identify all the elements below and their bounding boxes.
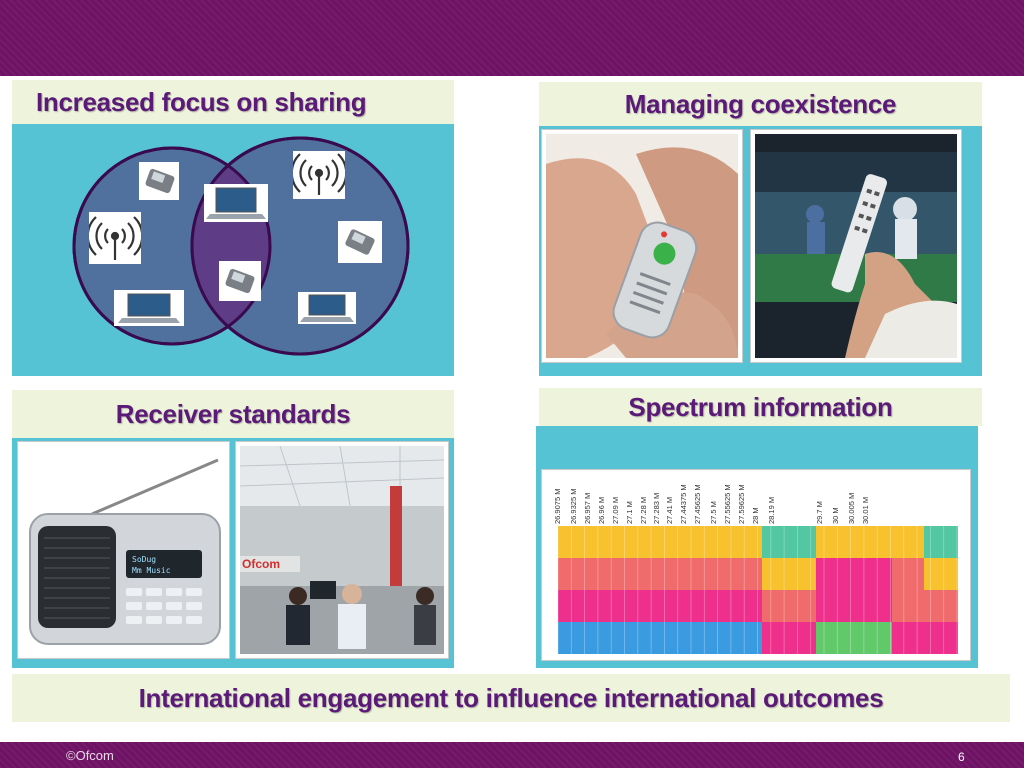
- spectrum-band-cell: [762, 558, 816, 590]
- personal-alarm-photo: [542, 130, 742, 362]
- antenna-signal-icon: [86, 212, 144, 264]
- office-photo: Ofcom: [236, 442, 448, 658]
- frequency-label: 30.005 M: [847, 493, 856, 524]
- frequency-label: 26.96 M: [597, 497, 606, 524]
- frequency-label: 27.28 M: [639, 497, 648, 524]
- spectrum-band-cell: [892, 526, 924, 558]
- frequency-label: 26.957 M: [583, 493, 592, 524]
- dab-radio-photo: SoDug Mm Music: [18, 442, 229, 658]
- spectrum-band-cell: [892, 622, 924, 654]
- mobile-phone-icon-right: [338, 221, 382, 263]
- frequency-label: 27.283 M: [652, 493, 661, 524]
- frequency-label: 28 M: [751, 507, 760, 524]
- antenna-signal-icon-right: [290, 151, 348, 199]
- spectrum-band-cell: [558, 558, 762, 590]
- coexistence-panel: [539, 126, 982, 376]
- spectrum-band-cell: [558, 622, 762, 654]
- spectrum-title: Spectrum information: [539, 388, 982, 426]
- copyright-text: ©Ofcom: [66, 748, 114, 763]
- frequency-label: 30 M: [831, 507, 840, 524]
- spectrum-band-cell: [816, 558, 892, 590]
- spectrum-band-cell: [892, 558, 924, 590]
- frequency-label: 28.19 M: [767, 497, 776, 524]
- sharing-panel: [12, 124, 454, 376]
- mobile-phone-icon-center: [219, 261, 261, 301]
- spectrum-band-cell: [924, 590, 958, 622]
- spectrum-band-cell: [762, 526, 816, 558]
- radio-display-line1: SoDug: [132, 555, 156, 564]
- page-number: 6: [958, 750, 965, 764]
- spectrum-band-cell: [762, 590, 816, 622]
- frequency-label: 26.9325 M: [569, 489, 578, 524]
- spectrum-band-cell: [762, 622, 816, 654]
- laptop-icon: [204, 184, 268, 222]
- tv-remote-photo: [751, 130, 961, 362]
- radio-display-line2: Mm Music: [132, 566, 171, 575]
- spectrum-chart-image: 26.9075 M 26.9325 M 26.957 M 26.96 M 27.09 M…: [542, 470, 970, 660]
- frequency-label: 27.59625 M: [737, 484, 746, 524]
- footer-band: [0, 742, 1024, 768]
- laptop-icon-left: [114, 290, 184, 326]
- receiver-title: Receiver standards: [12, 390, 454, 438]
- receiver-panel: SoDug Mm Music Ofcom: [12, 438, 454, 668]
- frequency-label: 27.09 M: [611, 497, 620, 524]
- mobile-phone-icon: [139, 162, 179, 200]
- spectrum-band-cell: [558, 526, 762, 558]
- spectrum-band-cell: [816, 622, 892, 654]
- frequency-label: 27.45625 M: [693, 484, 702, 524]
- laptop-icon-right: [298, 292, 356, 324]
- spectrum-allocation-chart: 26.9075 M 26.9325 M 26.957 M 26.96 M 27.09 M…: [553, 484, 958, 654]
- frequency-label: 26.9075 M: [553, 489, 562, 524]
- frequency-label: 30.01 M: [861, 497, 870, 524]
- international-banner: International engagement to influence in…: [12, 674, 1010, 722]
- spectrum-band-cell: [924, 526, 958, 558]
- spectrum-band-cell: [892, 590, 924, 622]
- frequency-label: 27.55625 M: [723, 484, 732, 524]
- sharing-title: Increased focus on sharing: [12, 80, 454, 124]
- spectrum-band-cell: [924, 558, 958, 590]
- spectrum-band-cell: [816, 526, 892, 558]
- venn-diagram: [72, 136, 410, 356]
- frequency-label: 27.1 M: [625, 501, 634, 524]
- frequency-label: 29.7 M: [815, 501, 824, 524]
- frequency-label: 27.5 M: [709, 501, 718, 524]
- spectrum-panel: 26.9075 M 26.9325 M 26.957 M 26.96 M 27.09 M…: [536, 426, 978, 668]
- top-header-band: [0, 0, 1024, 76]
- frequency-label: 27.44375 M: [679, 484, 688, 524]
- frequency-label: 27.41 M: [665, 497, 674, 524]
- spectrum-band-cell: [816, 590, 892, 622]
- spectrum-band-cell: [558, 590, 762, 622]
- coexistence-title: Managing coexistence: [539, 82, 982, 126]
- spectrum-band-cell: [924, 622, 958, 654]
- ofcom-sign: Ofcom: [242, 557, 280, 571]
